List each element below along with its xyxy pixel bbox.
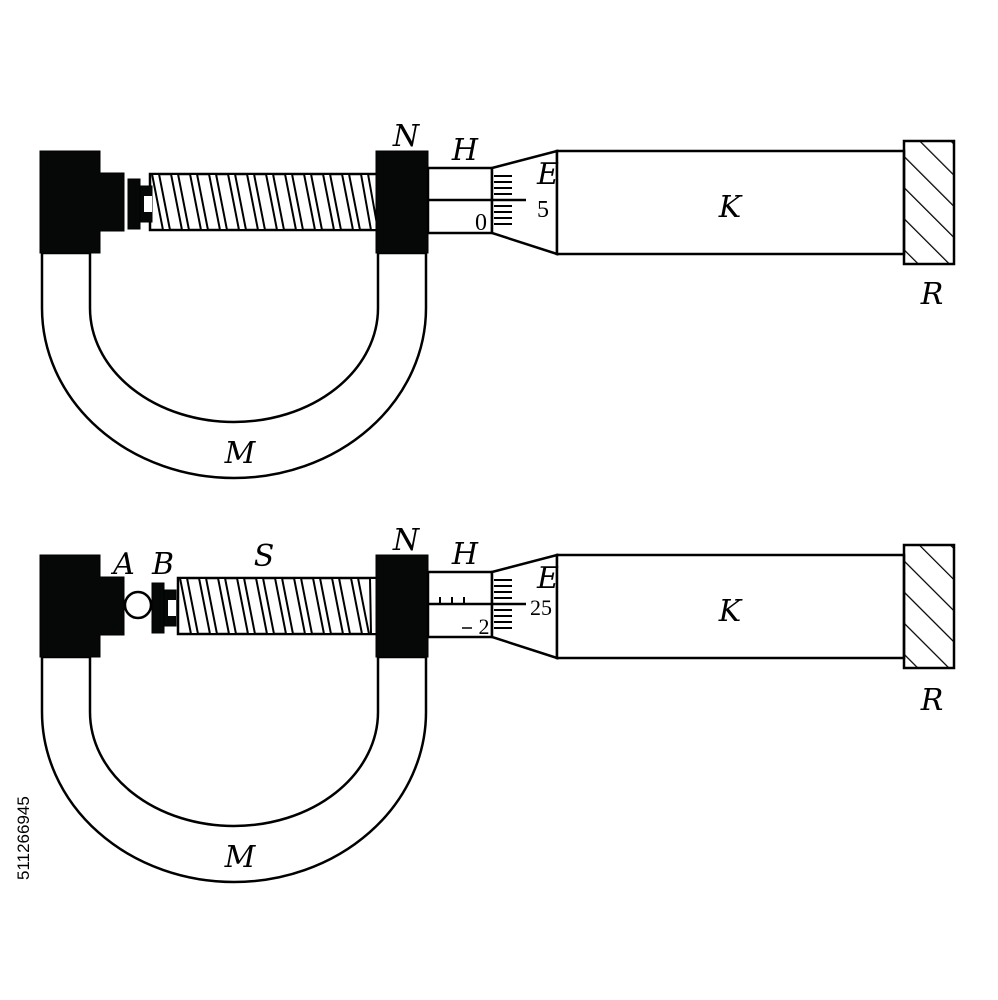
screw-top [148,172,380,232]
thread-ridge [235,577,257,635]
thread-ridge [150,173,172,231]
micrometer-bottom: A B S N H E 2 25 K R M [39,523,956,884]
frame-top [40,251,428,480]
lock-block-bottom [375,554,429,658]
anvil-block-top [39,150,125,254]
label-N-bottom: N [392,523,421,558]
thread-ridge [197,577,219,635]
label-H-bottom: H [451,537,479,572]
thread-ridge [311,577,333,635]
label-S: S [254,539,275,574]
thread-ridge [216,577,238,635]
label-R-bottom: R [920,683,944,718]
label-M-bottom: M [224,840,257,875]
thread-ridge [273,577,295,635]
thread-ridge [207,173,229,231]
mark-5-top: 5 [537,197,549,223]
screw-bottom [176,576,380,636]
sleeve-bottom [426,570,494,639]
label-A: A [110,547,135,582]
thimble-top [490,149,559,256]
label-M-top: M [224,436,257,471]
ratchet-top [902,139,956,266]
label-K-top: K [718,190,743,225]
thread-ridge [169,173,191,231]
spindle-tip-top [127,178,153,230]
thread-ridge [340,173,362,231]
body-top [555,149,906,256]
frame-bottom [40,655,428,884]
thread-ridge [188,173,210,231]
label-E-top: E [536,157,559,192]
thread-ridge [178,577,200,635]
thread-ridge [245,173,267,231]
lock-block-top [375,150,429,254]
anvil-block-bottom [39,554,125,658]
thread-ridge [226,173,248,231]
label-H-top: H [451,133,479,168]
ratchet-bottom [902,543,956,670]
spindle-tip-bottom [151,582,177,634]
sample-ball [123,590,153,620]
label-R-top: R [920,277,944,312]
label-B: B [151,547,174,582]
micrometer-top: N H E 0 5 K R M [39,119,956,480]
thread-ridge [302,173,324,231]
thread-ridge [264,173,286,231]
mark-2-bottom: 2 [479,614,490,639]
mark-25-bottom: 25 [530,595,552,620]
mark-0-top: 0 [475,210,487,236]
label-K-bottom: K [718,594,743,629]
stock-id: 511266945 [14,796,33,880]
thread-ridge [254,577,276,635]
thread-ridge [349,577,371,635]
label-E-bottom: E [536,561,559,596]
thread-ridge [330,577,352,635]
thread-ridge [292,577,314,635]
label-N-top: N [392,119,421,154]
thread-ridge [283,173,305,231]
thread-ridge [321,173,343,231]
